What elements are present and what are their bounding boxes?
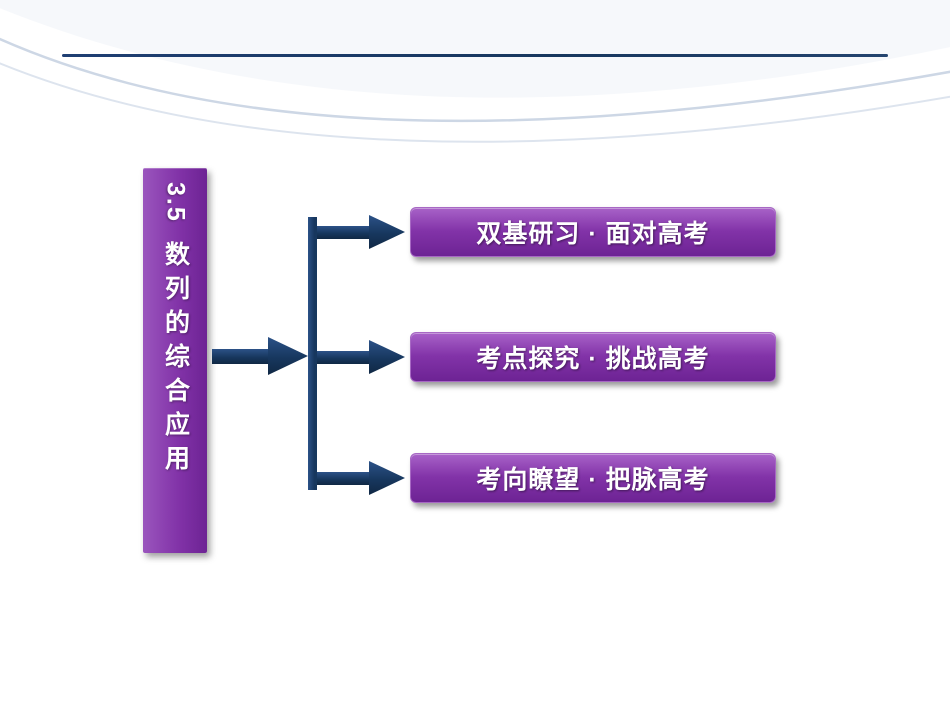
item-box: 双基研习 · 面对高考 bbox=[410, 207, 776, 257]
branch-arrow-1-head bbox=[369, 215, 405, 249]
item-label: 双基研习 · 面对高考 bbox=[476, 220, 710, 248]
section-title: 数列的综合应用 bbox=[161, 240, 190, 479]
branch-arrow-3-head bbox=[369, 461, 405, 495]
item-label: 考向瞭望 · 把脉高考 bbox=[476, 466, 710, 494]
branch-arrow-1-shaft bbox=[317, 226, 369, 239]
main-arrow-shaft bbox=[212, 349, 270, 364]
branch-line bbox=[308, 217, 317, 490]
section-panel: 3.5 数列的综合应用 bbox=[143, 168, 207, 553]
branch-arrow-3-shaft bbox=[317, 472, 369, 485]
branch-arrow-2-head bbox=[369, 340, 405, 374]
branch-arrow-2-shaft bbox=[317, 351, 369, 364]
item-box: 考点探究 · 挑战高考 bbox=[410, 332, 776, 382]
top-divider-line bbox=[62, 54, 888, 57]
main-arrow-head bbox=[268, 337, 308, 375]
item-box: 考向瞭望 · 把脉高考 bbox=[410, 453, 776, 503]
section-number: 3.5 bbox=[161, 182, 190, 223]
item-label: 考点探究 · 挑战高考 bbox=[476, 345, 710, 373]
